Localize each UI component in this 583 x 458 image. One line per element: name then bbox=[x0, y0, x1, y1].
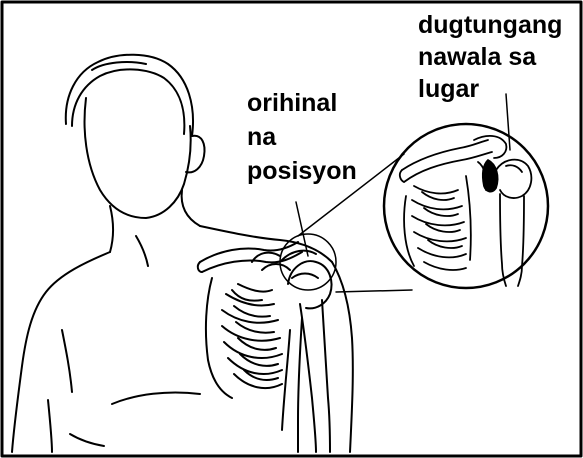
head bbox=[66, 55, 205, 218]
original-position-line-3: posisyon bbox=[247, 154, 357, 188]
connector-line bbox=[336, 290, 412, 292]
torso-outline bbox=[12, 226, 353, 452]
original-position-label: orihinal na posisyon bbox=[247, 86, 357, 188]
dislocated-joint-label: dugtungang nawala sa lugar bbox=[418, 9, 562, 105]
neck bbox=[110, 190, 200, 266]
original-position-line-1: orihinal bbox=[247, 86, 357, 120]
dislocated-joint-line-2: nawala sa bbox=[418, 41, 562, 73]
shoulder-joint bbox=[252, 251, 331, 452]
original-position-line-2: na bbox=[247, 120, 357, 154]
magnified-anatomy bbox=[400, 136, 532, 286]
dislocated-joint-line-1: dugtungang bbox=[418, 9, 562, 41]
dislocated-joint-line-3: lugar bbox=[418, 73, 562, 105]
ribcage bbox=[206, 278, 282, 398]
